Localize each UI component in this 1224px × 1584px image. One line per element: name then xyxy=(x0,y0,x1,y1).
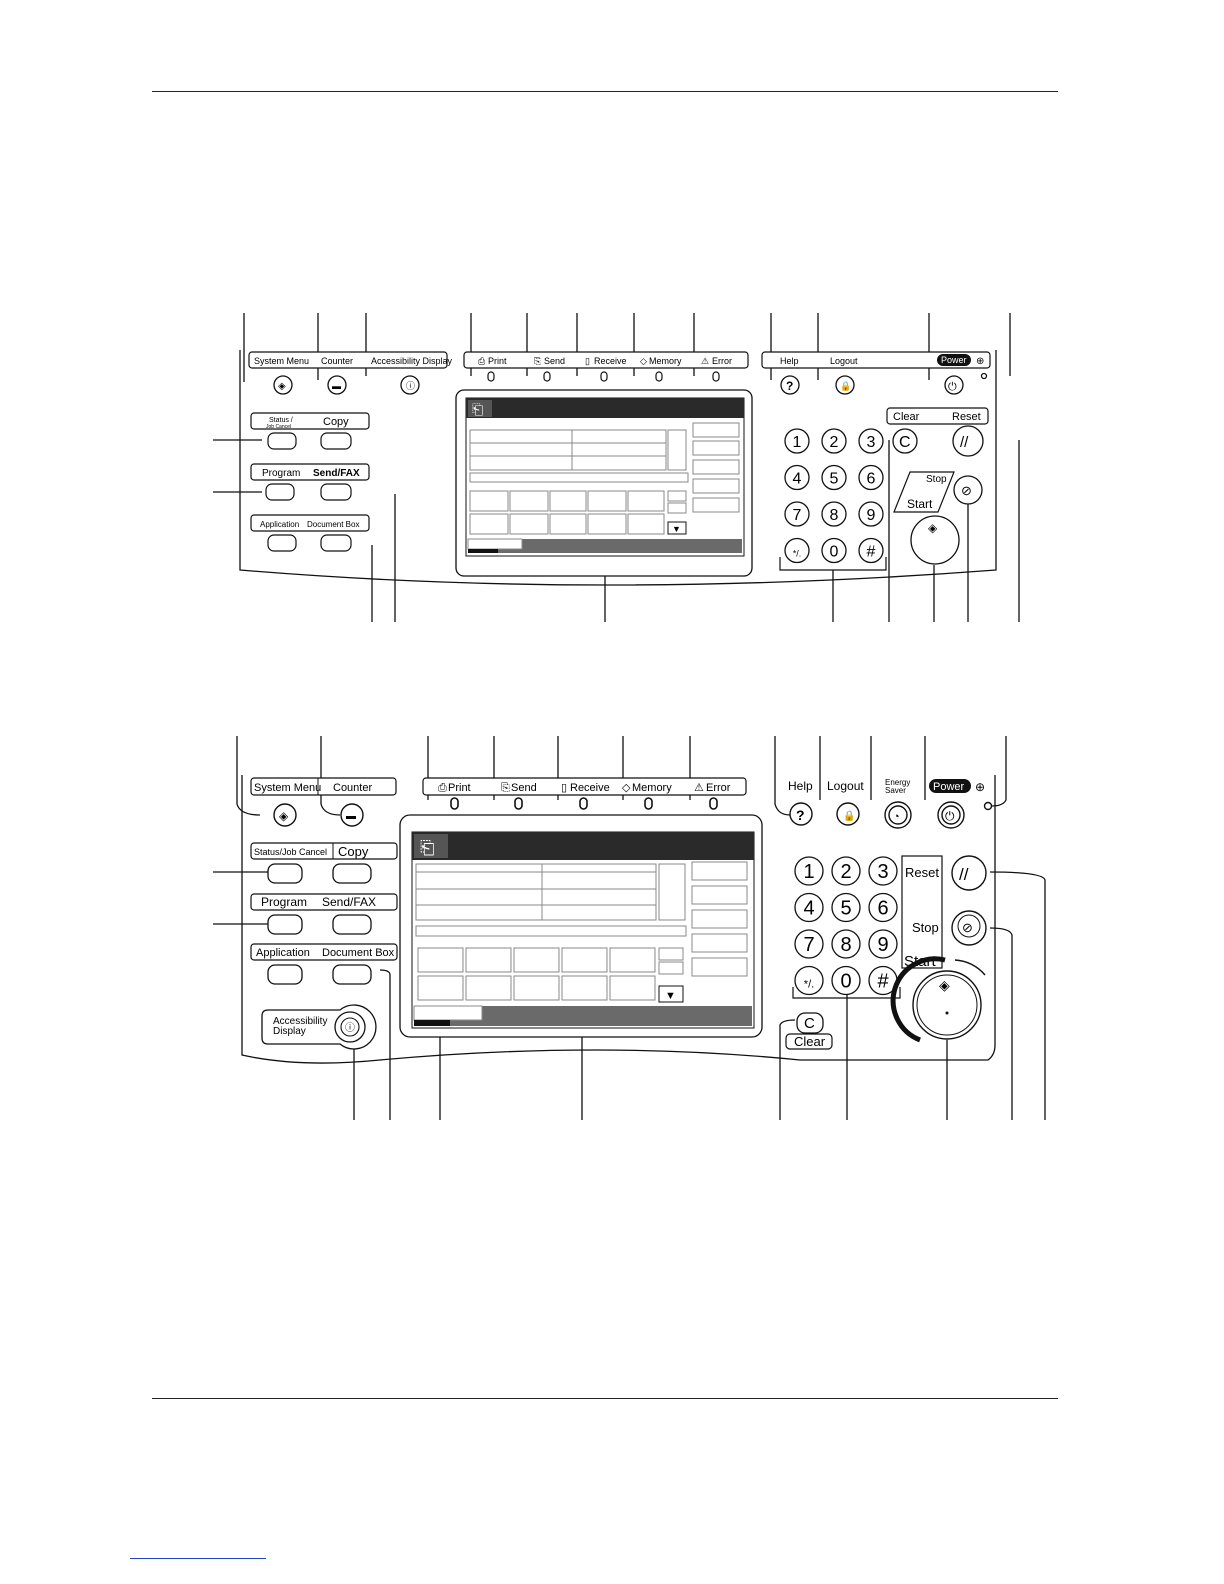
error-indicator-label: Error xyxy=(712,356,732,366)
keypad-key-label-12: # xyxy=(867,543,876,560)
send-fax-button[interactable] xyxy=(320,483,352,501)
reset-button[interactable] xyxy=(952,425,984,457)
keypad-key-12[interactable] xyxy=(858,537,884,564)
keypad-key-10[interactable] xyxy=(784,537,810,564)
system-menu-button[interactable] xyxy=(273,375,293,395)
system-menu-label: System Menu xyxy=(254,356,309,366)
send-fax-label: Send/FAX xyxy=(313,468,360,479)
main-power-led xyxy=(980,372,988,380)
start-icon: ◈ xyxy=(928,521,938,535)
program-label: Program xyxy=(262,468,300,479)
keypad-key-1[interactable] xyxy=(784,428,810,454)
screen-copy-icon: ⎗ xyxy=(472,401,483,417)
receive-led xyxy=(600,371,608,382)
error-led xyxy=(712,371,720,382)
stop-icon: ⊘ xyxy=(961,483,972,498)
status-job-cancel-button[interactable] xyxy=(267,432,297,450)
start-button[interactable] xyxy=(910,515,960,565)
logout-button[interactable] xyxy=(835,375,855,395)
copy-button[interactable] xyxy=(320,432,352,450)
accessibility-display-button[interactable] xyxy=(400,375,420,395)
header-rule xyxy=(152,91,1058,92)
clear-button[interactable] xyxy=(892,428,918,454)
keypad-key-label-4: 4 xyxy=(793,470,802,487)
start-label: Start xyxy=(907,497,933,511)
keypad-key-label-3: 3 xyxy=(867,434,876,451)
print-indicator-label: Print xyxy=(488,356,507,366)
counter-label: Counter xyxy=(321,356,353,366)
keypad-key-label-9: 9 xyxy=(867,507,876,524)
keypad-key-9[interactable] xyxy=(858,501,884,527)
document-box-button[interactable] xyxy=(320,534,352,552)
keypad-key-label-2: 2 xyxy=(830,434,839,451)
print-led xyxy=(487,371,495,382)
application-label: Application xyxy=(260,520,299,529)
reset-label: Reset xyxy=(952,411,981,423)
accessibility-icon: ⓘ xyxy=(406,381,415,391)
counter-icon: ▬ xyxy=(332,381,341,391)
help-button[interactable] xyxy=(780,375,800,395)
stop-start-panel xyxy=(893,471,955,513)
logout-label: Logout xyxy=(830,356,858,366)
send-indicator-label: Send xyxy=(544,356,565,366)
numeric-keypad: 1 2 3 4 5 6 7 8 9 */. 0 # xyxy=(784,428,884,564)
receive-icon: ▯ xyxy=(585,356,590,366)
keypad-key-label-6: 6 xyxy=(867,470,876,487)
keypad-key-label-11: 0 xyxy=(830,543,839,560)
keypad-key-8[interactable] xyxy=(821,501,847,527)
send-led xyxy=(543,371,551,382)
help-icon: ? xyxy=(786,379,793,393)
power-button[interactable] xyxy=(944,375,964,395)
counter-button[interactable] xyxy=(327,375,347,395)
footnote-rule xyxy=(130,1558,266,1559)
document-box-label: Document Box xyxy=(307,520,359,529)
copy-label: Copy xyxy=(323,416,349,428)
footer-rule xyxy=(152,1398,1058,1399)
send-icon: ⎘ xyxy=(534,356,541,366)
keypad-key-6[interactable] xyxy=(858,464,884,491)
power-icon: ⏻ xyxy=(948,381,957,393)
application-button[interactable] xyxy=(267,534,297,552)
stop-label: Stop xyxy=(926,474,947,485)
error-icon: ⚠ xyxy=(701,356,709,366)
keypad-key-11[interactable] xyxy=(821,537,847,564)
keypad-key-3[interactable] xyxy=(858,428,884,454)
memory-led xyxy=(655,371,663,382)
keypad-key-label-5: 5 xyxy=(830,470,839,487)
clear-key-glyph: C xyxy=(899,434,911,451)
memory-icon: ◇ xyxy=(640,356,647,366)
scroll-down-icon: ▼ xyxy=(672,524,681,534)
status-label-line1: Status / xyxy=(269,417,293,424)
receive-indicator-label: Receive xyxy=(594,356,627,366)
system-menu-icon: ◈ xyxy=(278,381,286,392)
print-icon: ⎙ xyxy=(478,356,486,366)
keypad-key-5[interactable] xyxy=(821,464,847,491)
program-button[interactable] xyxy=(265,483,295,501)
lock-icon: 🔒 xyxy=(840,381,851,391)
keypad-key-7[interactable] xyxy=(784,501,810,527)
reset-icon: // xyxy=(960,434,969,451)
keypad-key-label-8: 8 xyxy=(830,507,839,524)
power-label: Power xyxy=(941,355,967,365)
stop-button[interactable] xyxy=(953,475,983,505)
keypad-key-4[interactable] xyxy=(784,464,810,491)
keypad-key-label-10: */. xyxy=(793,548,801,558)
accessibility-display-label: Accessibility Display xyxy=(371,356,453,366)
keypad-key-label-7: 7 xyxy=(793,507,802,524)
power-symbol-icon: ⊕ xyxy=(976,356,984,367)
clear-label: Clear xyxy=(893,411,920,423)
help-label: Help xyxy=(780,356,799,366)
status-label-line2: Job Cancel xyxy=(266,424,291,430)
keypad-key-2[interactable] xyxy=(821,428,847,454)
memory-indicator-label: Memory xyxy=(649,356,682,366)
keypad-key-label-1: 1 xyxy=(793,434,802,451)
